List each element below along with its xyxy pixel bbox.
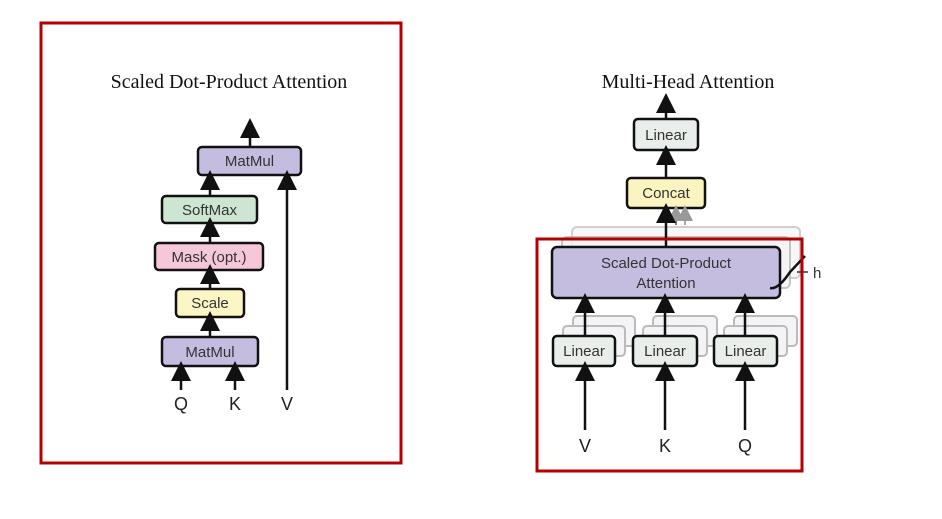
mask-block: Mask (opt.) xyxy=(153,241,265,272)
input-k: K xyxy=(229,394,241,414)
matmul-bottom-label: MatMul xyxy=(185,344,234,361)
scale-label: Scale xyxy=(191,295,229,312)
attention-label-line1: Scaled Dot-Product xyxy=(601,255,732,272)
input-k: K xyxy=(659,436,671,456)
linear-q-label: Linear xyxy=(725,343,767,360)
attention-label-line2: Attention xyxy=(636,275,695,292)
softmax-block: SoftMax xyxy=(160,194,259,225)
matmul-top-block: MatMul xyxy=(196,145,303,177)
sdpa-title: Scaled Dot-Product Attention xyxy=(111,71,348,93)
mha-title: Multi-Head Attention xyxy=(602,71,775,93)
input-q: Q xyxy=(738,436,752,456)
softmax-label: SoftMax xyxy=(182,202,238,219)
input-v: V xyxy=(281,394,293,414)
scale-block: Scale xyxy=(174,287,246,319)
scaled-dot-product-attention-block: Scaled Dot-Product Attention xyxy=(550,245,782,300)
multi-head-panel: Multi-Head Attention Linear Concat Scale… xyxy=(550,71,821,456)
concat-block: Concat xyxy=(625,176,707,210)
linear-v-block: Linear xyxy=(551,334,617,368)
concat-label: Concat xyxy=(642,185,690,202)
linear-k-label: Linear xyxy=(644,343,686,360)
matmul-top-label: MatMul xyxy=(225,153,274,170)
linear-v-label: Linear xyxy=(563,343,605,360)
scaled-dot-product-panel: Scaled Dot-Product Attention MatMul Soft… xyxy=(111,71,348,414)
linear-top-block: Linear xyxy=(632,117,700,152)
linear-q-block: Linear xyxy=(712,334,779,368)
heads-bracket xyxy=(769,255,806,290)
matmul-bottom-block: MatMul xyxy=(160,335,260,368)
input-v: V xyxy=(579,436,591,456)
heads-label: h xyxy=(813,265,821,282)
mask-label: Mask (opt.) xyxy=(171,249,246,266)
linear-top-label: Linear xyxy=(645,127,687,144)
highlight-box-right xyxy=(535,237,804,473)
input-q: Q xyxy=(174,394,188,414)
linear-k-block: Linear xyxy=(631,334,699,368)
highlight-box-left xyxy=(39,21,403,465)
